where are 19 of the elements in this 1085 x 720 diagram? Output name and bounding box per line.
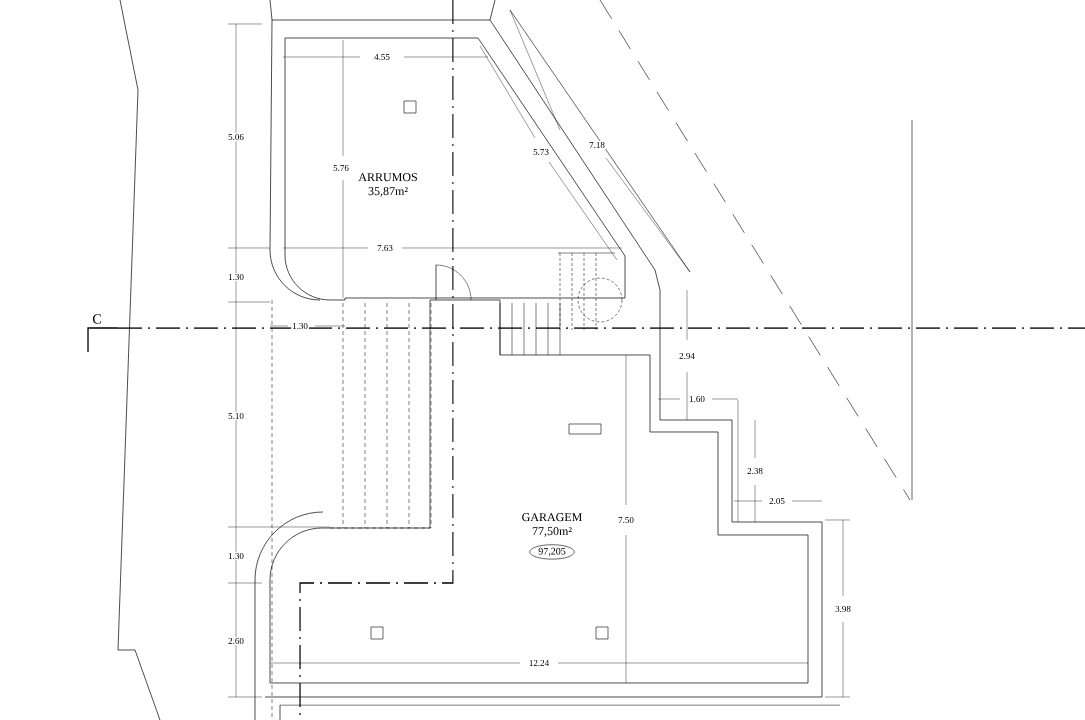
dimension-text: 2.38 (746, 466, 764, 476)
dimension-text: 12.24 (527, 658, 551, 668)
section-marker-letter: C (91, 313, 103, 325)
dimension-text: 7.50 (617, 515, 635, 525)
dimension-text: 7.18 (588, 140, 606, 150)
dimension-text: 4.55 (373, 52, 391, 61)
dimension-text: 5.06 (227, 132, 245, 142)
dimension-text: 5.76 (332, 163, 350, 173)
dimension-text: 3.98 (834, 604, 852, 614)
dimension-text: 5.73 (532, 147, 550, 157)
dimension-text: 2.60 (227, 636, 245, 646)
dimension-text: 1.30 (227, 551, 245, 561)
dimension-text: 2.94 (678, 351, 696, 361)
dimension-text: 1.60 (688, 394, 706, 404)
dimension-text: 1.30 (227, 272, 245, 282)
dimension-text: 1.30 (291, 321, 309, 331)
dimension-text: 7.63 (376, 243, 394, 253)
dimension-text: 2.05 (768, 496, 786, 506)
dimension-text: 5.10 (227, 411, 245, 421)
